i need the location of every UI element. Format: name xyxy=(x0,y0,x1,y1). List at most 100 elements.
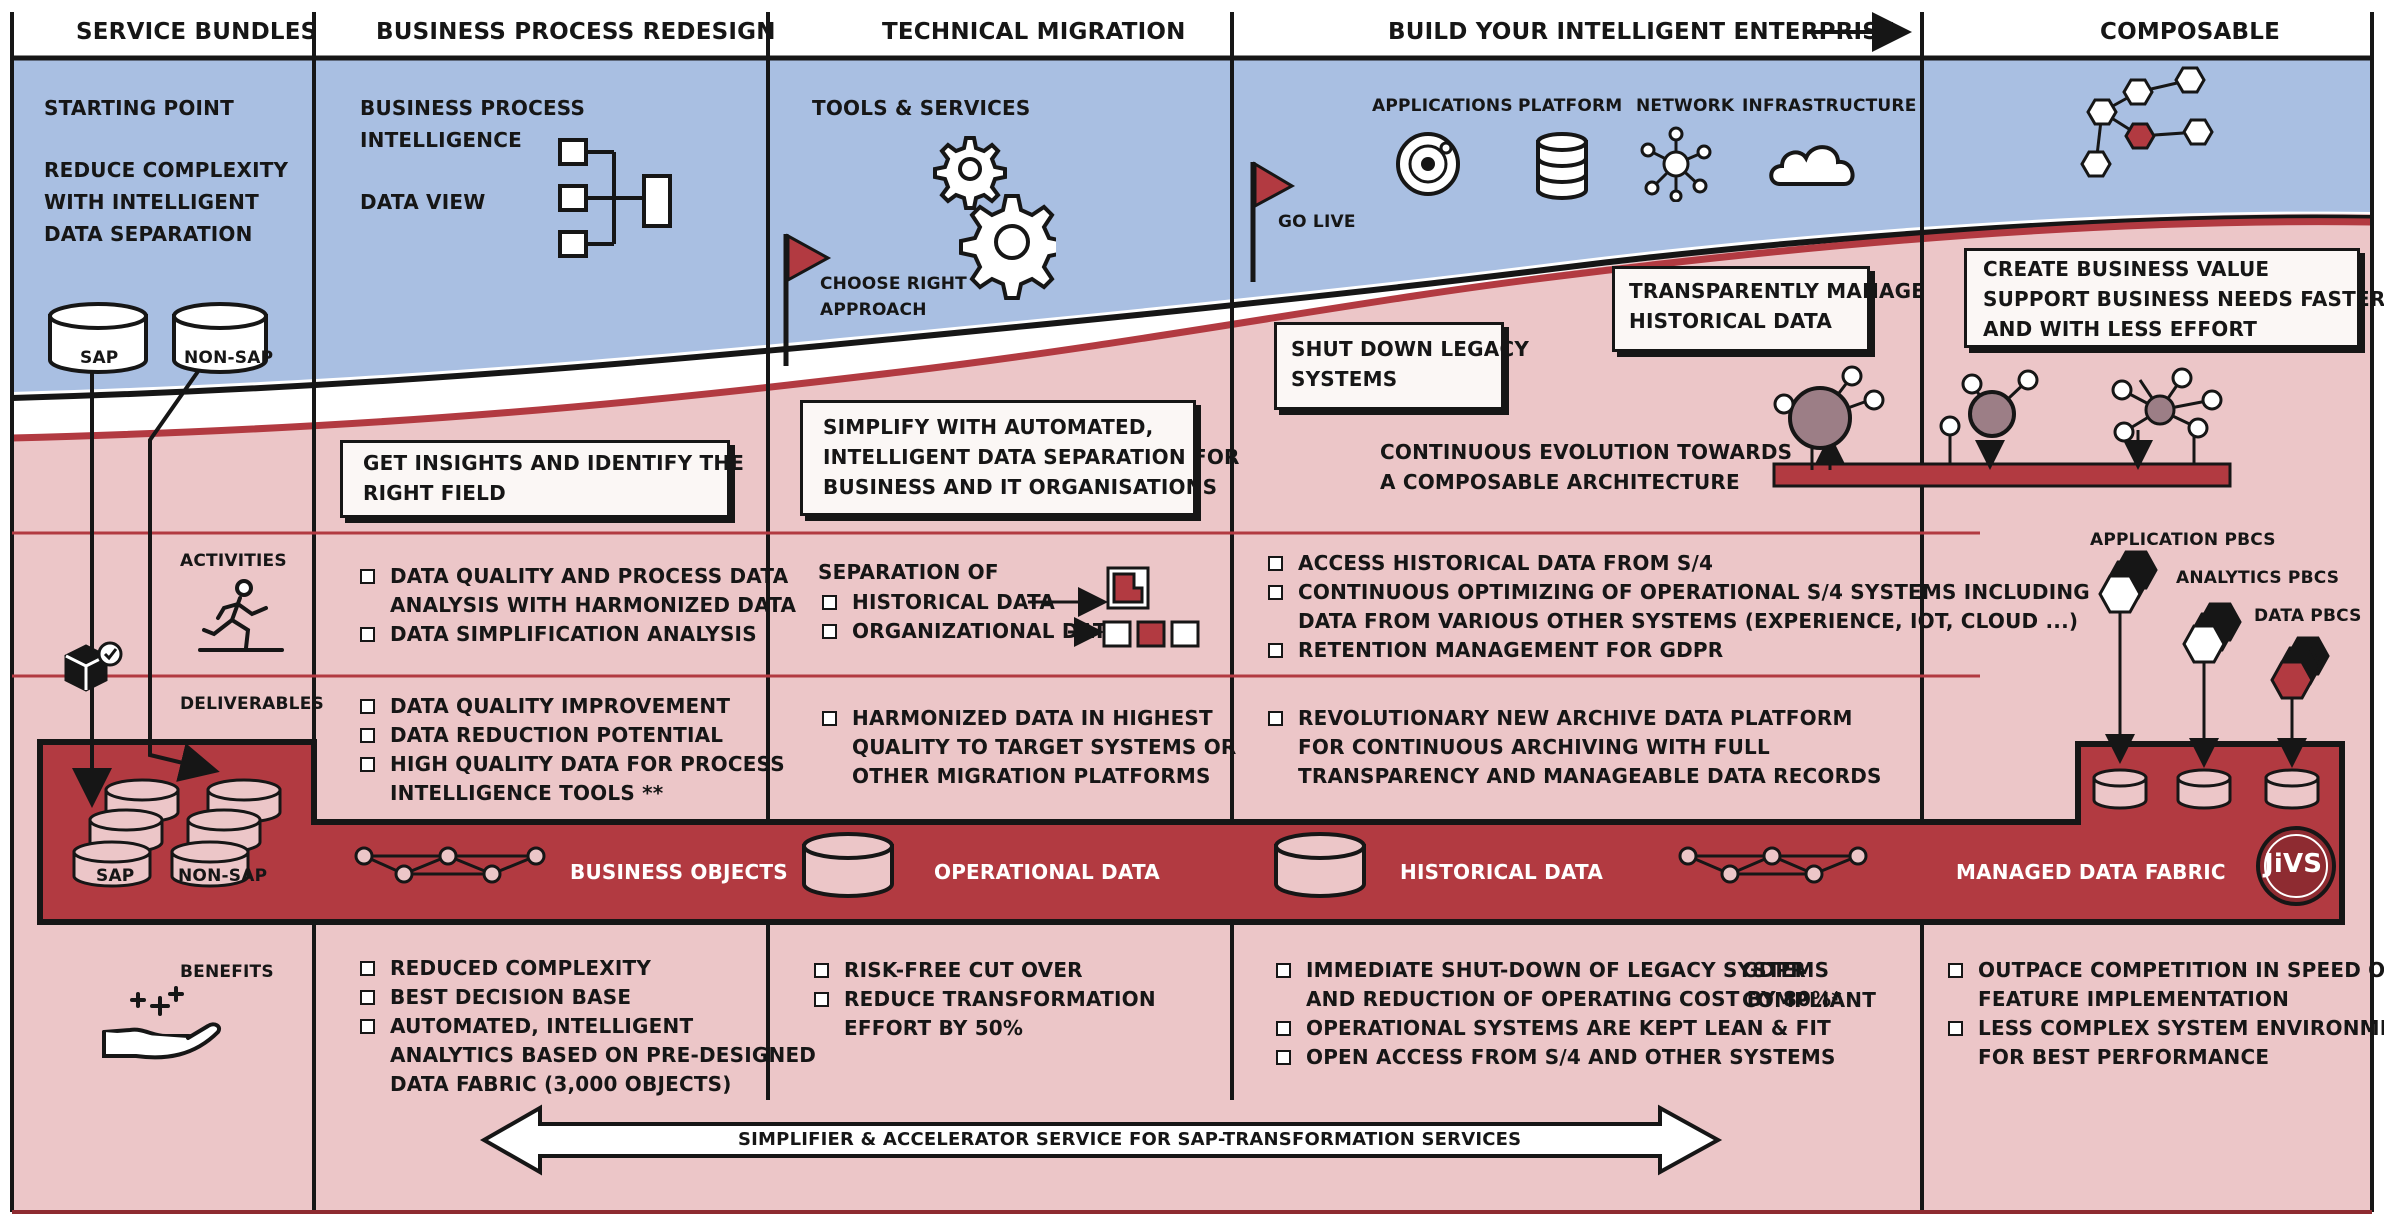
bpr-intelligence-line-1: BUSINESS PROCESS xyxy=(360,96,586,120)
insights-line-2: RIGHT FIELD xyxy=(363,481,506,505)
network-label: NETWORK xyxy=(1636,96,1735,116)
verified-package-icon xyxy=(64,641,123,692)
benefit-bpr-cont-b: DATA FABRIC (3,000 OBJECTS) xyxy=(356,1070,816,1099)
deliverable-tm-line-3: OTHER MIGRATION PLATFORMS xyxy=(852,764,1211,788)
shutdown-legacy-line-2: SYSTEMS xyxy=(1291,367,1398,391)
simplify-line-2: INTELLIGENT DATA SEPARATION FOR xyxy=(823,445,1240,469)
pbc-data-label: DATA PBCS xyxy=(2254,606,2362,626)
benefit-comp-line-4: FOR BEST PERFORMANCE xyxy=(1978,1045,2270,1069)
shutdown-legacy-line-1: SHUT DOWN LEGACY xyxy=(1291,337,1530,361)
non-sap-database-icon xyxy=(172,302,268,374)
deliverable-bpr-1: DATA QUALITY IMPROVEMENT xyxy=(356,692,785,721)
band-managed-data-fabric: MANAGED DATA FABRIC xyxy=(1956,860,2226,884)
separation-historical: HISTORICAL DATA xyxy=(818,588,1121,617)
column-header-technical-migration: TECHNICAL MIGRATION xyxy=(882,19,1186,45)
simplify-line-3: BUSINESS AND IT ORGANISATIONS xyxy=(823,475,1218,499)
cloud-infrastructure-icon xyxy=(1769,145,1855,186)
sap-database-icon xyxy=(48,302,148,374)
benefit-bpr-3: AUTOMATED, INTELLIGENT xyxy=(356,1012,816,1041)
band-sap-db-label: SAP xyxy=(96,866,135,886)
bpr-data-view: DATA VIEW xyxy=(360,190,486,214)
pbc-analytics-label: ANALYTICS PBCS xyxy=(2176,568,2340,588)
benefit-comp-3: LESS COMPLEX SYSTEM ENVIRONMENT xyxy=(1944,1014,2384,1043)
band-business-objects: BUSINESS OBJECTS xyxy=(570,860,788,884)
transparent-history-note: TRANSPARENTLY MANAGE HISTORICAL DATA xyxy=(1612,266,1925,352)
deliverable-bpr-3-cont: INTELLIGENCE TOOLS ** xyxy=(356,779,785,808)
insights-line-1: GET INSIGHTS AND IDENTIFY THE xyxy=(363,451,745,475)
business-value-note: CREATE BUSINESS VALUE SUPPORT BUSINESS N… xyxy=(1964,248,2384,348)
benefit-bpr-cont-a: ANALYTICS BASED ON PRE-DESIGNED xyxy=(356,1041,816,1070)
tools-services-title: TOOLS & SERVICES xyxy=(812,96,1031,120)
benefit-bpr-line-4: ANALYTICS BASED ON PRE-DESIGNED xyxy=(390,1043,817,1067)
deliverable-tm-line-2: QUALITY TO TARGET SYSTEMS OR xyxy=(852,735,1237,759)
activities-bpr-list: DATA QUALITY AND PROCESS DATA ANALYSIS W… xyxy=(356,562,796,649)
activity-bpr-1b: ANALYSIS WITH HARMONIZED DATA xyxy=(356,591,796,620)
benefit-ent-4: OPEN ACCESS FROM S/4 AND OTHER SYSTEMS xyxy=(1272,1043,1842,1072)
deliverable-bpr-2: DATA REDUCTION POTENTIAL xyxy=(356,721,785,750)
benefit-ent-3: OPERATIONAL SYSTEMS ARE KEPT LEAN & FIT xyxy=(1272,1014,1842,1043)
data-band xyxy=(37,739,2345,925)
row-label-benefits: BENEFITS xyxy=(180,962,274,982)
sap-database-label: SAP xyxy=(80,348,119,368)
platform-label: PLATFORM xyxy=(1518,96,1623,116)
column-header-composable: COMPOSABLE xyxy=(2100,19,2280,45)
row-label-deliverables: DELIVERABLES xyxy=(180,694,324,714)
separation-blocks-icon xyxy=(1028,566,1200,648)
choose-approach-line-2: APPROACH xyxy=(820,300,927,320)
benefit-bpr-line-5: DATA FABRIC (3,000 OBJECTS) xyxy=(390,1072,732,1096)
transparent-history-line-2: HISTORICAL DATA xyxy=(1629,309,1833,333)
deliverable-ent-line-3: TRANSPARENCY AND MANAGEABLE DATA RECORDS xyxy=(1298,764,1882,788)
road-line-bottom xyxy=(11,218,2373,442)
benefit-tm-2: REDUCE TRANSFORMATION xyxy=(810,985,1156,1014)
column-header-intelligent-enterprise: BUILD YOUR INTELLIGENT ENTERPRISE xyxy=(1388,19,1895,45)
benefit-comp-cont-a: FEATURE IMPLEMENTATION xyxy=(1944,985,2384,1014)
applications-label: APPLICATIONS xyxy=(1372,96,1513,116)
transparent-history-line-1: TRANSPARENTLY MANAGE xyxy=(1629,279,1926,303)
benefits-bpr-list: REDUCED COMPLEXITY BEST DECISION BASE AU… xyxy=(356,954,816,1099)
simplify-line-1: SIMPLIFY WITH AUTOMATED, xyxy=(823,415,1154,439)
starting-point-title: STARTING POINT xyxy=(44,96,234,120)
starting-point-line-2: WITH INTELLIGENT xyxy=(44,190,259,214)
column-header-business-process-redesign: BUSINESS PROCESS REDESIGN xyxy=(376,19,776,45)
shutdown-legacy-note: SHUT DOWN LEGACY SYSTEMS xyxy=(1274,322,1529,410)
deliverable-tm-1-cont-b: OTHER MIGRATION PLATFORMS xyxy=(818,762,1237,791)
benefit-comp-cont-b: FOR BEST PERFORMANCE xyxy=(1944,1043,2384,1072)
benefit-ent-1: IMMEDIATE SHUT-DOWN OF LEGACY SYSTEMS xyxy=(1272,956,1842,985)
activity-bpr-2: DATA SIMPLIFICATION ANALYSIS xyxy=(356,620,796,649)
deliverables-enterprise-list: REVOLUTIONARY NEW ARCHIVE DATA PLATFORM … xyxy=(1264,704,1882,791)
benefits-tm-list: RISK-FREE CUT OVER REDUCE TRANSFORMATION… xyxy=(810,956,1156,1043)
network-icon xyxy=(1640,126,1712,202)
choose-approach-line-1: CHOOSE RIGHT xyxy=(820,274,967,294)
data-view-hierarchy-icon xyxy=(558,138,672,258)
hand-sparkles-icon xyxy=(102,986,221,1060)
benefit-comp-1: OUTPACE COMPETITION IN SPEED OF xyxy=(1944,956,2384,985)
benefits-enterprise-list: IMMEDIATE SHUT-DOWN OF LEGACY SYSTEMS AN… xyxy=(1272,956,1842,1072)
activity-ent-2-cont: DATA FROM VARIOUS OTHER SYSTEMS (EXPERIE… xyxy=(1264,607,2090,636)
gdpr-label: GDPR xyxy=(1742,958,1806,982)
benefit-tm-1: RISK-FREE CUT OVER xyxy=(810,956,1156,985)
gears-icon xyxy=(933,136,1056,300)
row-label-activities: ACTIVITIES xyxy=(180,551,287,571)
deliverables-tm-list: HARMONIZED DATA IN HIGHEST QUALITY TO TA… xyxy=(818,704,1237,791)
gdpr-compliant-label: COMPLIANT xyxy=(1742,988,1877,1012)
benefits-composable-list: OUTPACE COMPETITION IN SPEED OF FEATURE … xyxy=(1944,956,2384,1072)
activity-ent-2: CONTINUOUS OPTIMIZING OF OPERATIONAL S/4… xyxy=(1264,578,2090,607)
activity-bpr-1-cont: ANALYSIS WITH HARMONIZED DATA xyxy=(390,593,797,617)
sky-region xyxy=(12,58,2372,392)
deliverable-ent-cont-a: FOR CONTINUOUS ARCHIVING WITH FULL xyxy=(1264,733,1882,762)
activity-ent-1: ACCESS HISTORICAL DATA FROM S/4 xyxy=(1264,549,2090,578)
deliverable-bpr-3-cont-text: INTELLIGENCE TOOLS ** xyxy=(390,781,664,805)
jivs-logo: JiVS xyxy=(2264,849,2323,879)
activity-bpr-1: DATA QUALITY AND PROCESS DATA xyxy=(356,562,796,591)
road-line-top xyxy=(11,214,2373,401)
accelerator-arrow-label: SIMPLIFIER & ACCELERATOR SERVICE FOR SAP… xyxy=(738,1129,1522,1150)
deliverable-tm-1: HARMONIZED DATA IN HIGHEST xyxy=(818,704,1237,733)
deliverables-bpr-list: DATA QUALITY IMPROVEMENT DATA REDUCTION … xyxy=(356,692,785,808)
applications-icon xyxy=(1396,132,1460,196)
starting-point-line-3: DATA SEPARATION xyxy=(44,222,253,246)
deliverable-ent-cont-b: TRANSPARENCY AND MANAGEABLE DATA RECORDS xyxy=(1264,762,1882,791)
deliverable-ent-1: REVOLUTIONARY NEW ARCHIVE DATA PLATFORM xyxy=(1264,704,1882,733)
go-live-label: GO LIVE xyxy=(1278,212,1356,232)
simplify-separation-note: SIMPLIFY WITH AUTOMATED, INTELLIGENT DAT… xyxy=(800,400,1239,516)
